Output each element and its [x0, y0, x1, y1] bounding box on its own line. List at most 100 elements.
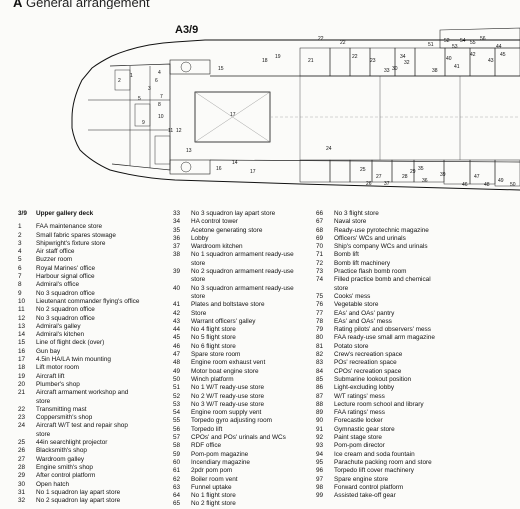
legend-item-number: 20	[18, 380, 26, 388]
legend-item-label: Gun bay	[36, 347, 61, 355]
legend-item-number: 27	[18, 455, 26, 463]
legend-item: 46 No 6 flight store	[173, 343, 323, 351]
legend-item-number: 69	[316, 234, 324, 242]
plan-label: 22	[352, 54, 358, 60]
legend-item-label: Engine room exhaust vent	[191, 359, 266, 367]
legend-item-label: Transmitting mast	[36, 405, 87, 413]
plan-label: 41	[454, 64, 460, 70]
plan-label: 49	[498, 178, 504, 184]
plan-label: 51	[428, 42, 434, 48]
legend-item-number: 13	[18, 322, 26, 330]
legend-item-number: 43	[173, 317, 181, 325]
legend-item: store	[173, 276, 323, 284]
legend-item-number: 94	[316, 450, 324, 458]
legend-item-label: Light-excluding lobby	[334, 384, 395, 392]
legend-item-label: RDF office	[191, 442, 222, 450]
legend-item-label: No 2 squadron office	[36, 306, 95, 314]
legend-title-number: 3/9	[18, 210, 27, 217]
legend-item-number: 66	[316, 210, 324, 217]
legend-item-number: 64	[173, 492, 181, 500]
legend-item-number: 12	[18, 314, 26, 322]
legend-item-label: Funnel uptake	[191, 483, 232, 491]
hull-outline	[71, 39, 520, 191]
plan-label: 35	[418, 166, 424, 172]
legend-item: 42 Store	[173, 310, 323, 318]
legend-item-label: No 3 squadron lay apart store	[191, 210, 276, 217]
legend-item-label: Spare store room	[191, 351, 241, 359]
legend-item-label: No 1 W/T ready-use store	[191, 384, 265, 392]
legend-item-number: 44	[173, 326, 181, 334]
plan-label: 36	[422, 178, 428, 184]
legend-item-number: 42	[173, 309, 181, 317]
plan-label: 28	[402, 174, 408, 180]
legend-item-label: Blacksmith's shop	[36, 447, 87, 455]
legend-item-label: Shipwright's fixture store	[36, 239, 106, 247]
legend-item-number: 95	[316, 458, 324, 466]
legend-item-label: No 2 squadron armament ready-use	[191, 268, 294, 276]
plan-labels: 22 22 1 2 3 4 5 6 7 8 9 10 11 12 13 14 1…	[118, 36, 516, 188]
legend-item-number: 49	[173, 367, 181, 375]
legend-item-label: Practice flash bomb room	[334, 268, 407, 276]
legend-item-number: 34	[173, 218, 181, 226]
legend-item-label: Line of flight deck (over)	[36, 339, 105, 347]
legend-item-label: store	[191, 292, 206, 300]
legend-item-label: Aircraft W/T test and repair shop	[36, 422, 128, 430]
legend-item-number: 18	[18, 364, 26, 372]
deck-plan-drawing: 22 22 1 2 3 4 5 6 7 8 9 10 11 12 13 14 1…	[71, 27, 520, 191]
legend-item-number: 46	[173, 342, 181, 350]
legend-item-number: 45	[173, 334, 181, 342]
legend-item-number: 78	[316, 317, 324, 325]
section-title: General arrangement	[26, 0, 150, 9]
legend-item-label: FAA ready-use small arm magazine	[334, 334, 435, 342]
legend-item-label: Naval store	[334, 218, 367, 226]
legend-item-number: 53	[173, 400, 181, 408]
legend-item-label: No 6 flight store	[191, 342, 236, 350]
legend-item-label: No 3 squadron office	[36, 289, 95, 297]
plan-label: 21	[308, 58, 314, 64]
legend-item-number: 54	[173, 409, 181, 417]
plan-label: 42	[470, 52, 476, 58]
legend-item-label: store	[36, 397, 51, 405]
legend-item-number: 72	[316, 259, 324, 267]
legend-item-number: 89	[316, 409, 324, 417]
legend-item-number: 30	[18, 480, 26, 488]
legend-item-number: 99	[316, 492, 324, 500]
plan-label: 14	[232, 160, 238, 166]
plan-label: 26	[366, 181, 372, 187]
legend-item-number: 65	[173, 500, 181, 508]
legend-item-label: store	[191, 276, 206, 284]
legend-item-number: 93	[316, 442, 324, 450]
legend-item-label: Store	[191, 309, 207, 317]
legend-item-label: Air staff office	[36, 248, 75, 256]
legend-item-label: Ship's company WCs and urinals	[334, 243, 428, 251]
legend-item-label: store	[334, 284, 349, 292]
legend-item-label: Admiral's galley	[36, 322, 81, 330]
legend-item-number: 4	[18, 248, 22, 256]
legend-item-label: W/T ratings' mess	[334, 392, 385, 400]
